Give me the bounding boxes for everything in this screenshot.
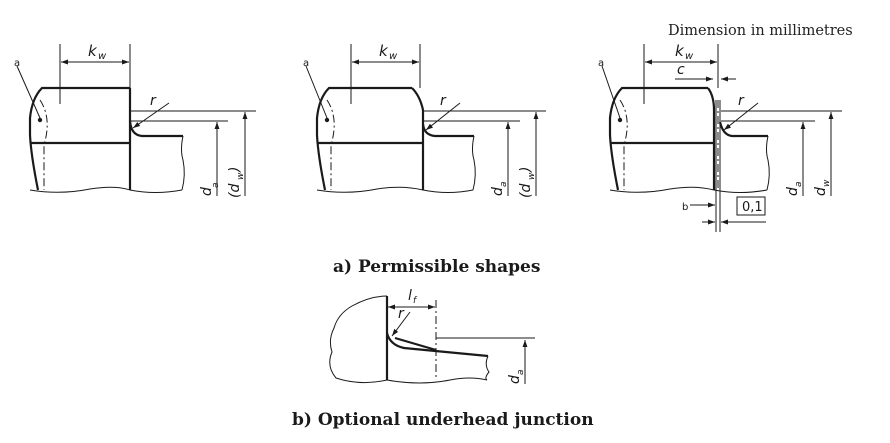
figure-a2: a k w r d a (d w )	[303, 42, 546, 198]
da-sub-3: a	[794, 181, 804, 187]
r-label-1: r	[150, 93, 157, 109]
r-label-3: r	[738, 93, 745, 109]
label-b: b	[682, 202, 688, 213]
dw-label-1: (d	[227, 184, 243, 198]
tolerance-value: 0,1	[742, 200, 763, 215]
dimension-note: Dimension in millimetres	[668, 23, 853, 39]
caption-a: a) Permissible shapes	[333, 257, 540, 277]
da-label-b: d	[507, 375, 523, 384]
label-a-3: a	[598, 58, 604, 69]
dw-label-2: (d	[518, 184, 534, 198]
c-label: c	[677, 62, 685, 78]
da-label-2: d	[490, 187, 506, 196]
kw-label-3: k	[675, 42, 685, 60]
da-sub-b: a	[516, 369, 526, 375]
da-label-1: d	[199, 187, 215, 196]
dw-sub-1: w	[236, 172, 246, 180]
figure-a1: a k w r d a (d w )	[14, 42, 256, 198]
caption-b: b) Optional underhead junction	[292, 410, 594, 430]
lf-label: l	[408, 288, 412, 304]
dw-sub-2: w	[527, 172, 537, 180]
figure-b: l f r d a	[329, 288, 535, 384]
dw-label-3: d	[813, 187, 829, 196]
tolerance-box	[736, 196, 766, 216]
figure-a3: a k w c r d a d w b 0,1	[598, 42, 842, 232]
kw-sub-2: w	[389, 51, 398, 62]
kw-sub-1: w	[98, 51, 107, 62]
kw-label-1: k	[88, 42, 98, 60]
lf-sub: f	[413, 296, 418, 306]
kw-label-2: k	[379, 42, 389, 60]
r-label-b: r	[398, 306, 405, 322]
label-a-1: a	[14, 58, 20, 69]
dw-close-2: )	[518, 167, 534, 173]
kw-sub-3: w	[685, 51, 694, 62]
da-label-3: d	[785, 187, 801, 196]
da-sub-1: a	[211, 182, 221, 188]
r-label-2: r	[440, 93, 447, 109]
dw-close-1: )	[227, 167, 243, 173]
dw-sub-3: w	[822, 179, 832, 187]
label-a-2: a	[303, 58, 309, 69]
da-sub-2: a	[499, 181, 509, 187]
